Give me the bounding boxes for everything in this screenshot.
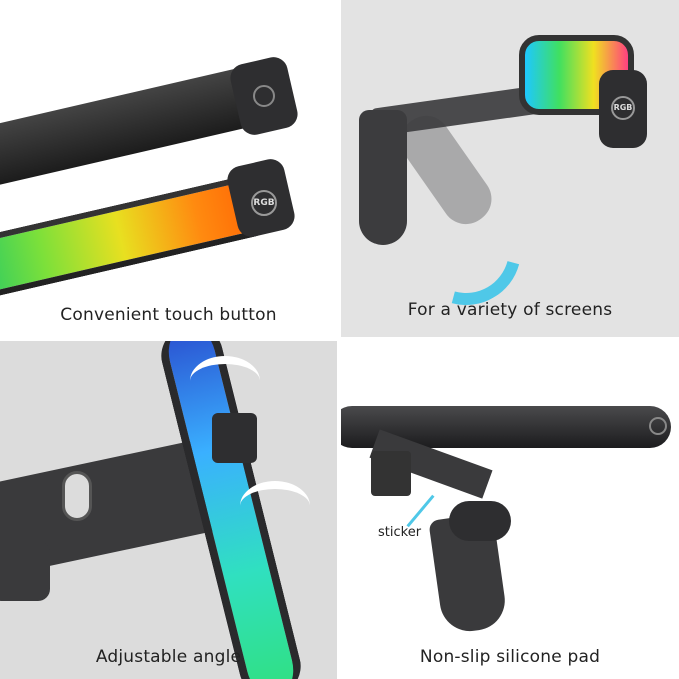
hinge	[449, 501, 511, 541]
slot-hole	[62, 471, 92, 521]
caption: Convenient touch button	[60, 305, 277, 325]
rgb-touch-button: RGB	[251, 190, 277, 216]
power-icon	[649, 417, 667, 435]
caption: Adjustable angle	[95, 647, 242, 667]
power-icon	[253, 85, 275, 107]
rotate-arrow-icon	[240, 481, 310, 531]
pointer-arrow-icon	[406, 494, 435, 528]
clip-head	[371, 451, 411, 496]
rgb-touch-button: RGB	[611, 96, 635, 120]
panel-silicone-pad: sticker Non-slip silicone pad	[341, 341, 679, 679]
hinge-lock	[212, 413, 257, 463]
caption: Non-slip silicone pad	[419, 647, 601, 667]
base-foot	[0, 541, 50, 601]
panel-screens: RGB For a variety of screens	[341, 0, 679, 337]
rotate-arrow-icon	[190, 356, 260, 406]
bracket-leg	[359, 110, 407, 245]
panel-touch-button: RGB Convenient touch button	[0, 0, 337, 337]
panel-adjustable-angle: Adjustable angle	[0, 341, 337, 679]
caption: For a variety of screens	[407, 300, 613, 320]
sticker-label: sticker	[378, 525, 422, 540]
